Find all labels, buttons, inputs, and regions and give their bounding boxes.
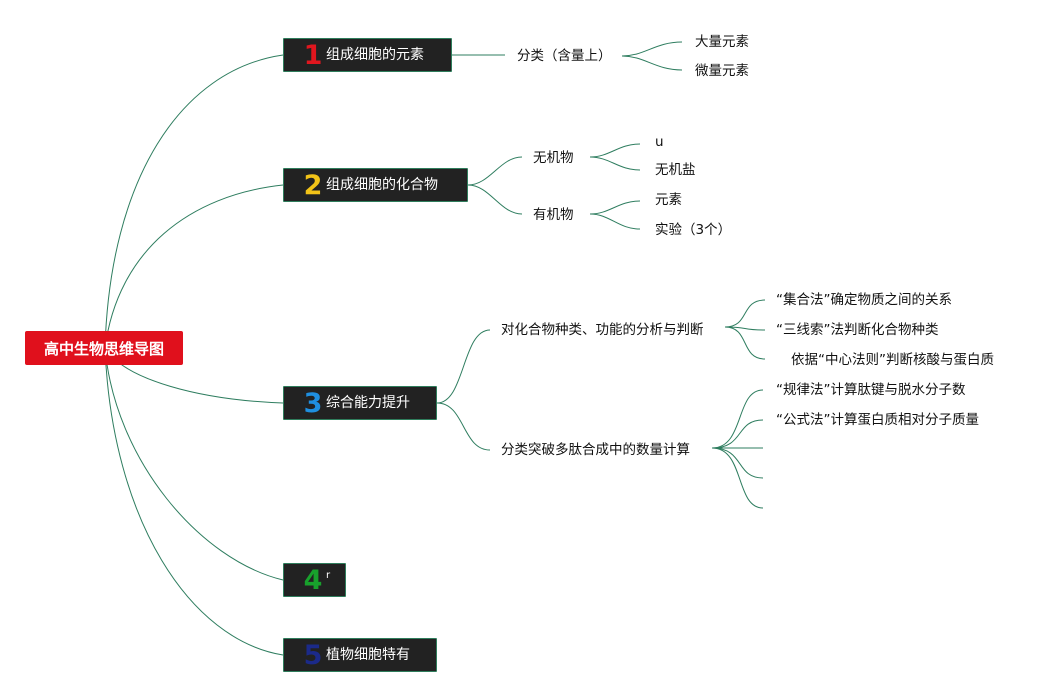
topic-organic[interactable]: 有机物	[533, 207, 574, 223]
root-node[interactable]: 高中生物思维导图	[25, 331, 183, 365]
branch-number-5: 5	[303, 639, 323, 671]
topic-organic-experiments[interactable]: 实验（3个）	[655, 222, 732, 238]
root-label: 高中生物思维导图	[43, 339, 164, 358]
connector-root-branch-2	[104, 184, 284, 349]
branch-node-2[interactable]: 2 组成细胞的化合物	[283, 168, 468, 202]
branch-label-3: 综合能力提升	[326, 395, 410, 411]
branch-node-4[interactable]: 4 r	[283, 563, 346, 597]
connector-b2-org-elem	[589, 200, 641, 215]
topic-inorganic-u[interactable]: u	[655, 134, 664, 150]
connector-b2-inorg-u	[589, 143, 641, 158]
branch-number-3: 3	[303, 387, 323, 419]
branch-number-1: 1	[303, 39, 323, 71]
connector-b3-an-3	[724, 326, 766, 360]
connector-b3-calc-4	[711, 447, 764, 479]
connector-root-branch-5	[104, 347, 284, 656]
branch-number-2: 2	[303, 169, 323, 201]
topic-inorganic-salt[interactable]: 无机盐	[655, 162, 696, 178]
topic-inorganic[interactable]: 无机物	[533, 150, 574, 166]
connector-b3-calc-1	[711, 389, 764, 449]
branch-node-1[interactable]: 1 组成细胞的元素	[283, 38, 452, 72]
branch-label-4: r	[326, 570, 331, 581]
topic-calc-2[interactable]: “公式法”计算蛋白质相对分子质量	[776, 412, 979, 428]
topic-macro-elements[interactable]: 大量元素	[695, 34, 749, 50]
topic-analysis[interactable]: 对化合物种类、功能的分析与判断	[501, 322, 704, 338]
connector-b3-analysis	[436, 329, 491, 404]
branch-node-5[interactable]: 5 植物细胞特有	[283, 638, 437, 672]
topic-calculation[interactable]: 分类突破多肽合成中的数量计算	[501, 442, 690, 458]
topic-organic-elements[interactable]: 元素	[655, 192, 682, 208]
topic-classify-content[interactable]: 分类（含量上）	[517, 48, 612, 64]
branch-number-4: 4	[303, 564, 323, 596]
connector-b2-org-exp	[589, 213, 641, 230]
connector-root-branch-4	[104, 347, 284, 581]
connector-b1-macro	[621, 41, 683, 57]
connector-b1-micro	[621, 55, 683, 71]
connector-b2-inorganic	[467, 156, 523, 186]
topic-analysis-1[interactable]: “集合法”确定物质之间的关系	[776, 292, 952, 308]
connector-b3-an-1	[724, 299, 766, 328]
branch-label-2: 组成细胞的化合物	[326, 177, 438, 193]
connector-b3-calc	[436, 402, 491, 451]
connector-root-branch-1	[104, 54, 284, 349]
branch-label-5: 植物细胞特有	[326, 647, 410, 663]
connector-b3-calc-2	[711, 419, 764, 449]
branch-label-1: 组成细胞的元素	[326, 47, 424, 63]
topic-calc-1[interactable]: “规律法”计算肽键与脱水分子数	[776, 382, 966, 398]
connector-b2-inorg-salt	[589, 156, 641, 171]
connector-b2-organic	[467, 184, 523, 215]
topic-micro-elements[interactable]: 微量元素	[695, 63, 749, 79]
branch-node-3[interactable]: 3 综合能力提升	[283, 386, 437, 420]
topic-analysis-2[interactable]: “三线索”法判断化合物种类	[776, 322, 939, 338]
connector-b3-calc-5	[711, 447, 764, 509]
topic-analysis-3[interactable]: 依据“中心法则”判断核酸与蛋白质	[791, 352, 994, 368]
